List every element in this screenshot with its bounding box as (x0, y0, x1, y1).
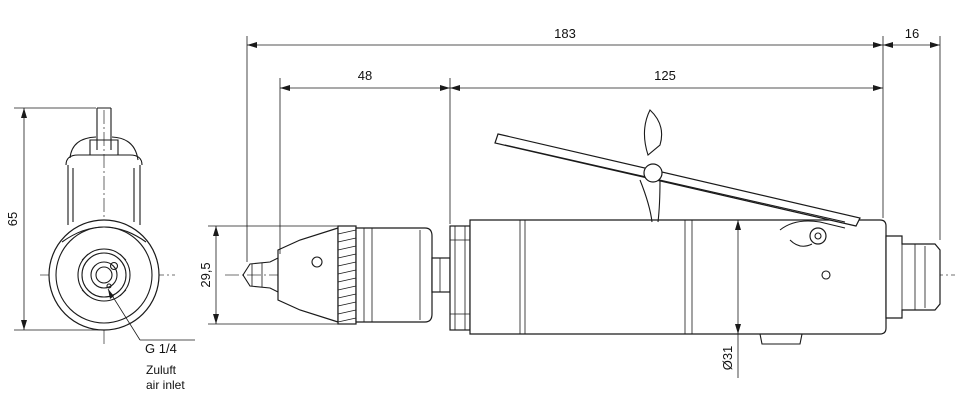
dimension-diameter-31: Ø31 (720, 220, 741, 378)
extension-lines (246, 36, 941, 262)
dimension-183: 183 (247, 26, 883, 48)
dim-48-label: 48 (358, 68, 372, 83)
throttle-lever (494, 109, 861, 247)
end-view (40, 107, 175, 345)
dimension-16: 16 (883, 26, 940, 48)
dim-31-label: Ø31 (720, 346, 735, 371)
dim-183-label: 183 (554, 26, 576, 41)
dim-29-5-label: 29,5 (198, 262, 213, 287)
dimension-48: 48 (280, 68, 450, 91)
air-inlet-callout: G 1/4 Zuluft air inlet (107, 288, 195, 392)
dimension-29-5: 29,5 (198, 225, 338, 325)
dim-125-label: 125 (654, 68, 676, 83)
air-inlet-label-de: Zuluft (146, 363, 177, 377)
air-inlet-label-en: air inlet (146, 378, 185, 392)
dimension-125: 125 (450, 68, 883, 91)
dim-16-label: 16 (905, 26, 919, 41)
dim-65-label: 65 (5, 212, 20, 226)
thread-label: G 1/4 (145, 341, 177, 356)
front-view (225, 109, 955, 345)
dimension-65: 65 (5, 107, 100, 331)
